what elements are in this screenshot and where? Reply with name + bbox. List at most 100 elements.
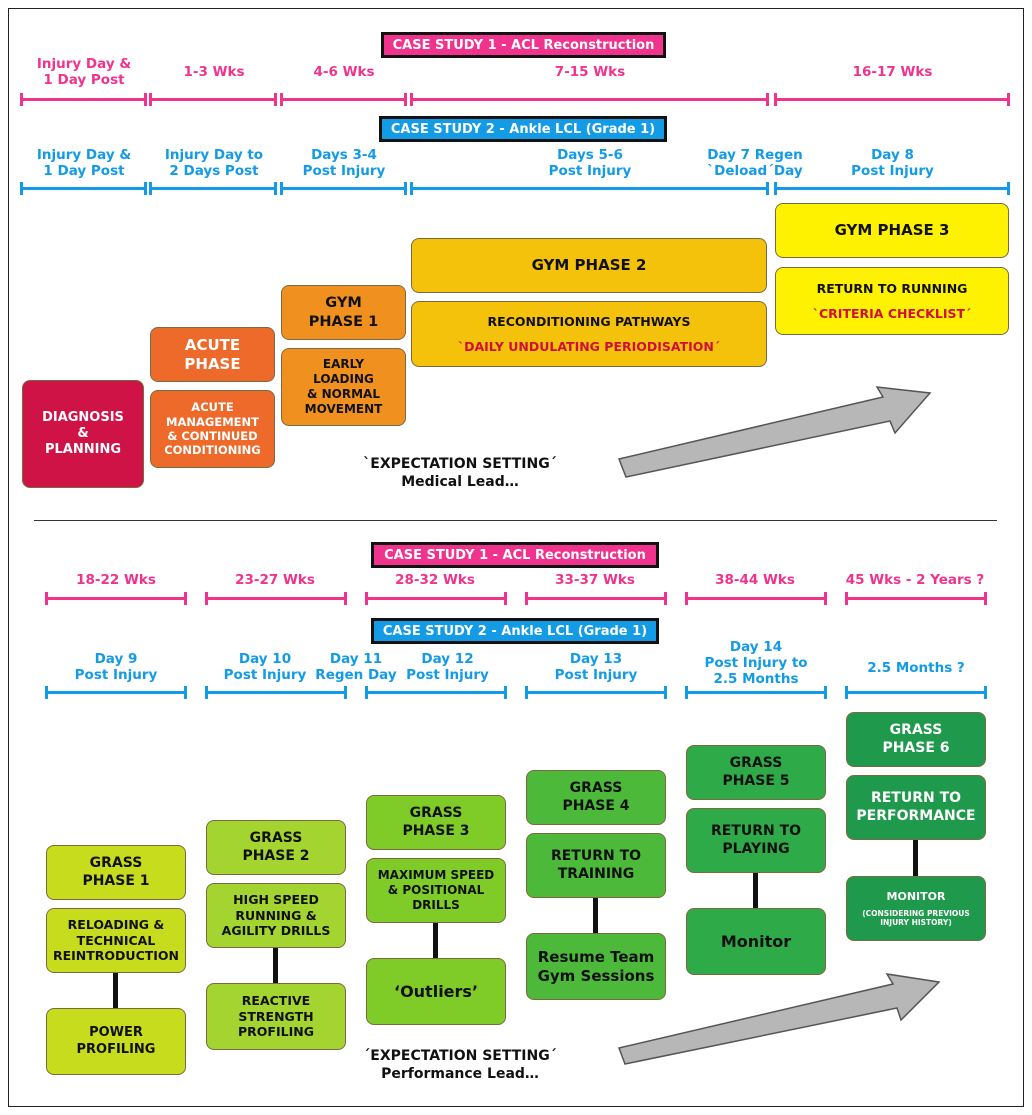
box-line: GYM PHASE 2 [531,256,647,275]
label-line: 2 Days Post [169,163,259,179]
grass-phase-2-title-box: GRASS PHASE 2 [206,820,346,875]
label-line: Injury Day to [164,147,264,163]
box-line: Gym Sessions [537,966,655,985]
box-line: CONDITIONING [164,443,261,458]
timeline-tick [344,592,347,605]
expectation-line: ´EXPECTATION SETTING´ [363,1048,557,1064]
box-line: GRASS [729,755,783,771]
box-line: REINTRODUCTION [52,948,180,964]
timeline-segment [46,597,186,600]
label-line: Days 3-4 [311,147,377,163]
grass-phase-1-secondary-box: POWER PROFILING [46,1008,186,1075]
timeline-segment [775,187,1009,190]
timeline-segment [150,98,276,101]
timeline-tick [274,93,277,106]
box-line: RETURN TO [550,848,642,864]
box-line: DIAGNOSIS [42,409,124,425]
section-divider [34,520,997,521]
acl-period-label: 7-15 Wks [410,64,770,80]
label-line: 2.5 Months ? [867,660,965,676]
label-line: Day 11 [329,651,383,667]
arrow-shape [617,973,941,1065]
acl-period-label: 16-17 Wks [775,64,1010,80]
timeline-tick [144,93,147,106]
connector-line [433,910,438,970]
timeline-tick [525,686,528,699]
gym-phase-1-desc-box: EARLY LOADING & NORMAL MOVEMENT [281,348,406,426]
expectation-line: Medical Lead… [401,474,519,490]
case-study-2-title-top: CASE STUDY 2 - Ankle LCL (Grade 1) [379,116,667,142]
arrow-shape [617,386,932,478]
label-line: Injury Day & [36,56,132,72]
timeline-tick [664,592,667,605]
label-line: 45 Wks - 2 Years ? [845,572,985,588]
label-line: 23-27 Wks [235,572,315,588]
label-line: Post Injury [74,667,158,683]
timeline-tick [205,686,208,699]
cs1-title-text: CASE STUDY 1 - ACL Reconstruction [392,37,655,53]
gym-phase-3-title-box: GYM PHASE 3 [775,203,1009,258]
timeline-segment [20,98,146,101]
box-line: MOVEMENT [304,402,383,416]
box-line: PLANNING [44,442,122,458]
label-line: 1 Day Post [43,72,125,88]
box-line: POWER [89,1025,143,1041]
timeline-tick [404,93,407,106]
timeline-tick [365,686,368,699]
case-study-1-title-top: CASE STUDY 1 - ACL Reconstruction [381,32,666,58]
label-line: Post Injury [406,667,489,683]
box-line: PHASE 4 [562,797,630,814]
timeline-segment [46,691,186,694]
timeline-segment [150,187,276,190]
timeline-segment [775,98,1009,101]
box-line: PLAYING [722,840,790,857]
timeline-segment [686,691,826,694]
box-line: GRASS [569,780,623,796]
outer-frame [8,8,1024,1107]
label-line: Injury Day & [36,147,132,163]
cs1-title-text: CASE STUDY 1 - ACL Reconstruction [384,547,646,563]
timeline-segment [206,691,346,694]
timeline-tick [280,93,283,106]
grass-phase-1-main-box: RELOADING & TECHNICAL REINTRODUCTION [46,908,186,973]
label-line: 2.5 Months [713,671,799,687]
grass-phase-4-secondary-box: Resume Team Gym Sessions [526,933,666,1000]
gym-phase-2-title-box: GYM PHASE 2 [411,238,767,293]
box-note: `DAILY UNDULATING PERIODISATION´ [457,338,721,354]
gym-phase-2-desc-box: RECONDITIONING PATHWAYS `DAILY UNDULATIN… [411,301,767,367]
box-line: RETURN TO [710,823,802,839]
connector-line [753,860,758,920]
box-line: AGILITY DRILLS [221,923,331,939]
label-line: Day 7 Regen [707,147,803,163]
label-line: Day 13 [569,651,623,667]
label-line: Day 12 [421,651,474,667]
timeline-tick [845,686,848,699]
box-line: STRENGTH [238,1008,314,1024]
timeline-tick [766,93,769,106]
box-line: PROFILING [238,1024,314,1040]
timeline-segment [846,691,986,694]
box-line: ACUTE [191,400,234,415]
timeline-tick [365,592,368,605]
box-line: ‘Outliers’ [393,981,479,1001]
label-line: 4-6 Wks [313,64,375,80]
box-line: RUNNING & [235,907,317,923]
box-line: PHASE [184,354,241,373]
diagnosis-planning-box: DIAGNOSIS & PLANNING [22,380,144,488]
label-line: Post Injury [554,667,638,683]
timeline-tick [664,686,667,699]
case-study-2-title-bottom: CASE STUDY 2 - Ankle LCL (Grade 1) [371,618,659,644]
gym-phase-1-title-box: GYM PHASE 1 [281,285,406,340]
box-line: TRAINING [557,865,635,882]
acute-phase-desc-box: ACUTE MANAGEMENT & CONTINUED CONDITIONIN… [150,390,275,468]
timeline-tick [20,93,23,106]
acl-period-label: 45 Wks - 2 Years ? [845,572,985,588]
timeline-tick [205,592,208,605]
grass-phase-6-main-box: RETURN TO PERFORMANCE [846,775,986,840]
timeline-tick [20,182,23,195]
box-note: `CRITERIA CHECKLIST´ [812,305,972,321]
